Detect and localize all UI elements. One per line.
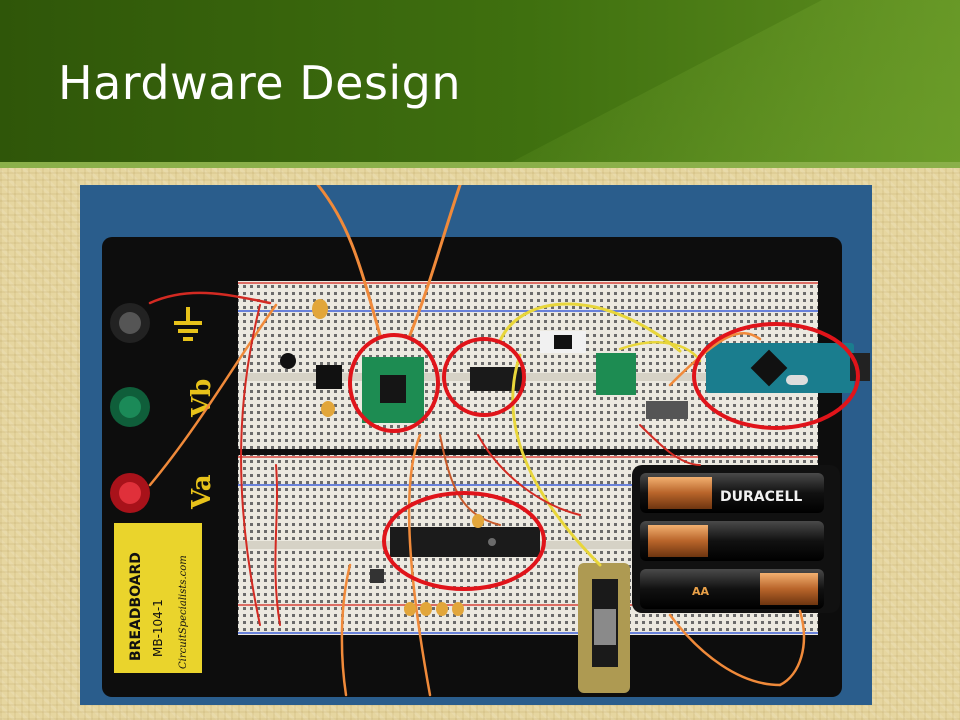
highlight-circle-processor: [382, 491, 546, 591]
highlight-circles: [348, 322, 860, 591]
highlight-circle-chip: [442, 337, 526, 417]
slide-switch: [578, 563, 630, 693]
battery-pack: DURACELL AA: [632, 465, 840, 613]
microcontroller-board: [706, 343, 870, 393]
jumper-wires: [148, 185, 806, 697]
breadboard-site: CircuitSpecialists.com: [178, 555, 189, 669]
highlight-circle-controller: [692, 322, 860, 430]
post-label-va: Va: [187, 474, 217, 510]
battery-label: DURACELL: [720, 489, 802, 505]
banner-bottom-stripe: [0, 162, 960, 168]
banner-accent-shape: [500, 0, 960, 168]
breadboard-label-plate: BREADBOARD MB-104-1 CircuitSpecialists.c…: [114, 523, 202, 673]
binding-posts: [110, 303, 150, 513]
title-banner: [0, 0, 960, 168]
highlight-circle-sensor: [348, 333, 440, 433]
ground-icon: [174, 307, 202, 341]
breadboard-brand: BREADBOARD: [128, 552, 144, 661]
battery-type-label: AA: [692, 585, 710, 598]
breadboard-model: MB-104-1: [151, 599, 165, 657]
circuit-components: [280, 331, 688, 583]
passive-components: [312, 299, 484, 616]
breadboard-photo: Vb Va BREADBOARD MB-104-1 CircuitSpecial…: [80, 185, 872, 705]
slide-title: Hardware Design: [58, 56, 462, 110]
